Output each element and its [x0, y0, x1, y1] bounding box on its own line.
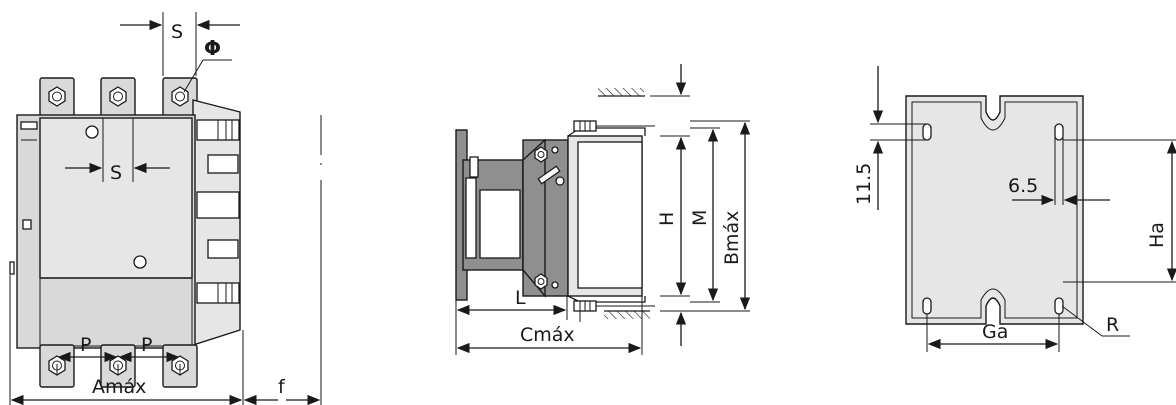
- dim-l: L: [515, 287, 526, 309]
- top-terminals: [39, 77, 198, 119]
- indicator-hole: [85, 125, 99, 139]
- dim-11-5: 11.5: [853, 163, 875, 205]
- dim-6-5: 6.5: [1008, 175, 1038, 197]
- bolt-icon: [534, 273, 548, 290]
- dim-s-top: S: [171, 21, 183, 43]
- mounting-plate-view: 11.5 6.5 Ha Ga R: [853, 66, 1176, 352]
- dim-p-right: P: [141, 334, 152, 356]
- front-view: S Φ S P P Amáx f: [9, 12, 322, 405]
- side-view: H M Bmáx L Cmáx: [455, 64, 751, 355]
- mounting-plate: [905, 95, 1084, 325]
- dim-amax: Amáx: [92, 376, 146, 398]
- bolt-icon: [534, 146, 548, 163]
- mount-slot: [1054, 297, 1064, 315]
- dim-cmax: Cmáx: [520, 324, 575, 346]
- dim-r: R: [1106, 314, 1119, 336]
- dim-bmax: Bmáx: [721, 211, 743, 265]
- mount-slot: [922, 297, 932, 315]
- dim-ga: Ga: [982, 321, 1008, 343]
- mount-slot: [1054, 123, 1064, 141]
- mount-slot: [922, 123, 932, 141]
- dim-phi: Φ: [204, 36, 221, 60]
- mounting-hole: [133, 255, 147, 269]
- dim-f: f: [278, 376, 286, 398]
- aux-contact-block: [196, 119, 240, 304]
- cover-plate: [39, 117, 193, 279]
- dim-p-left: P: [80, 334, 91, 356]
- dim-s-mid: S: [110, 162, 122, 184]
- dim-h: H: [656, 212, 678, 226]
- dim-ha: Ha: [1146, 222, 1168, 248]
- dim-m: M: [689, 210, 711, 226]
- terminal-screw-icon: [109, 86, 127, 107]
- terminal-screw-icon: [48, 86, 66, 107]
